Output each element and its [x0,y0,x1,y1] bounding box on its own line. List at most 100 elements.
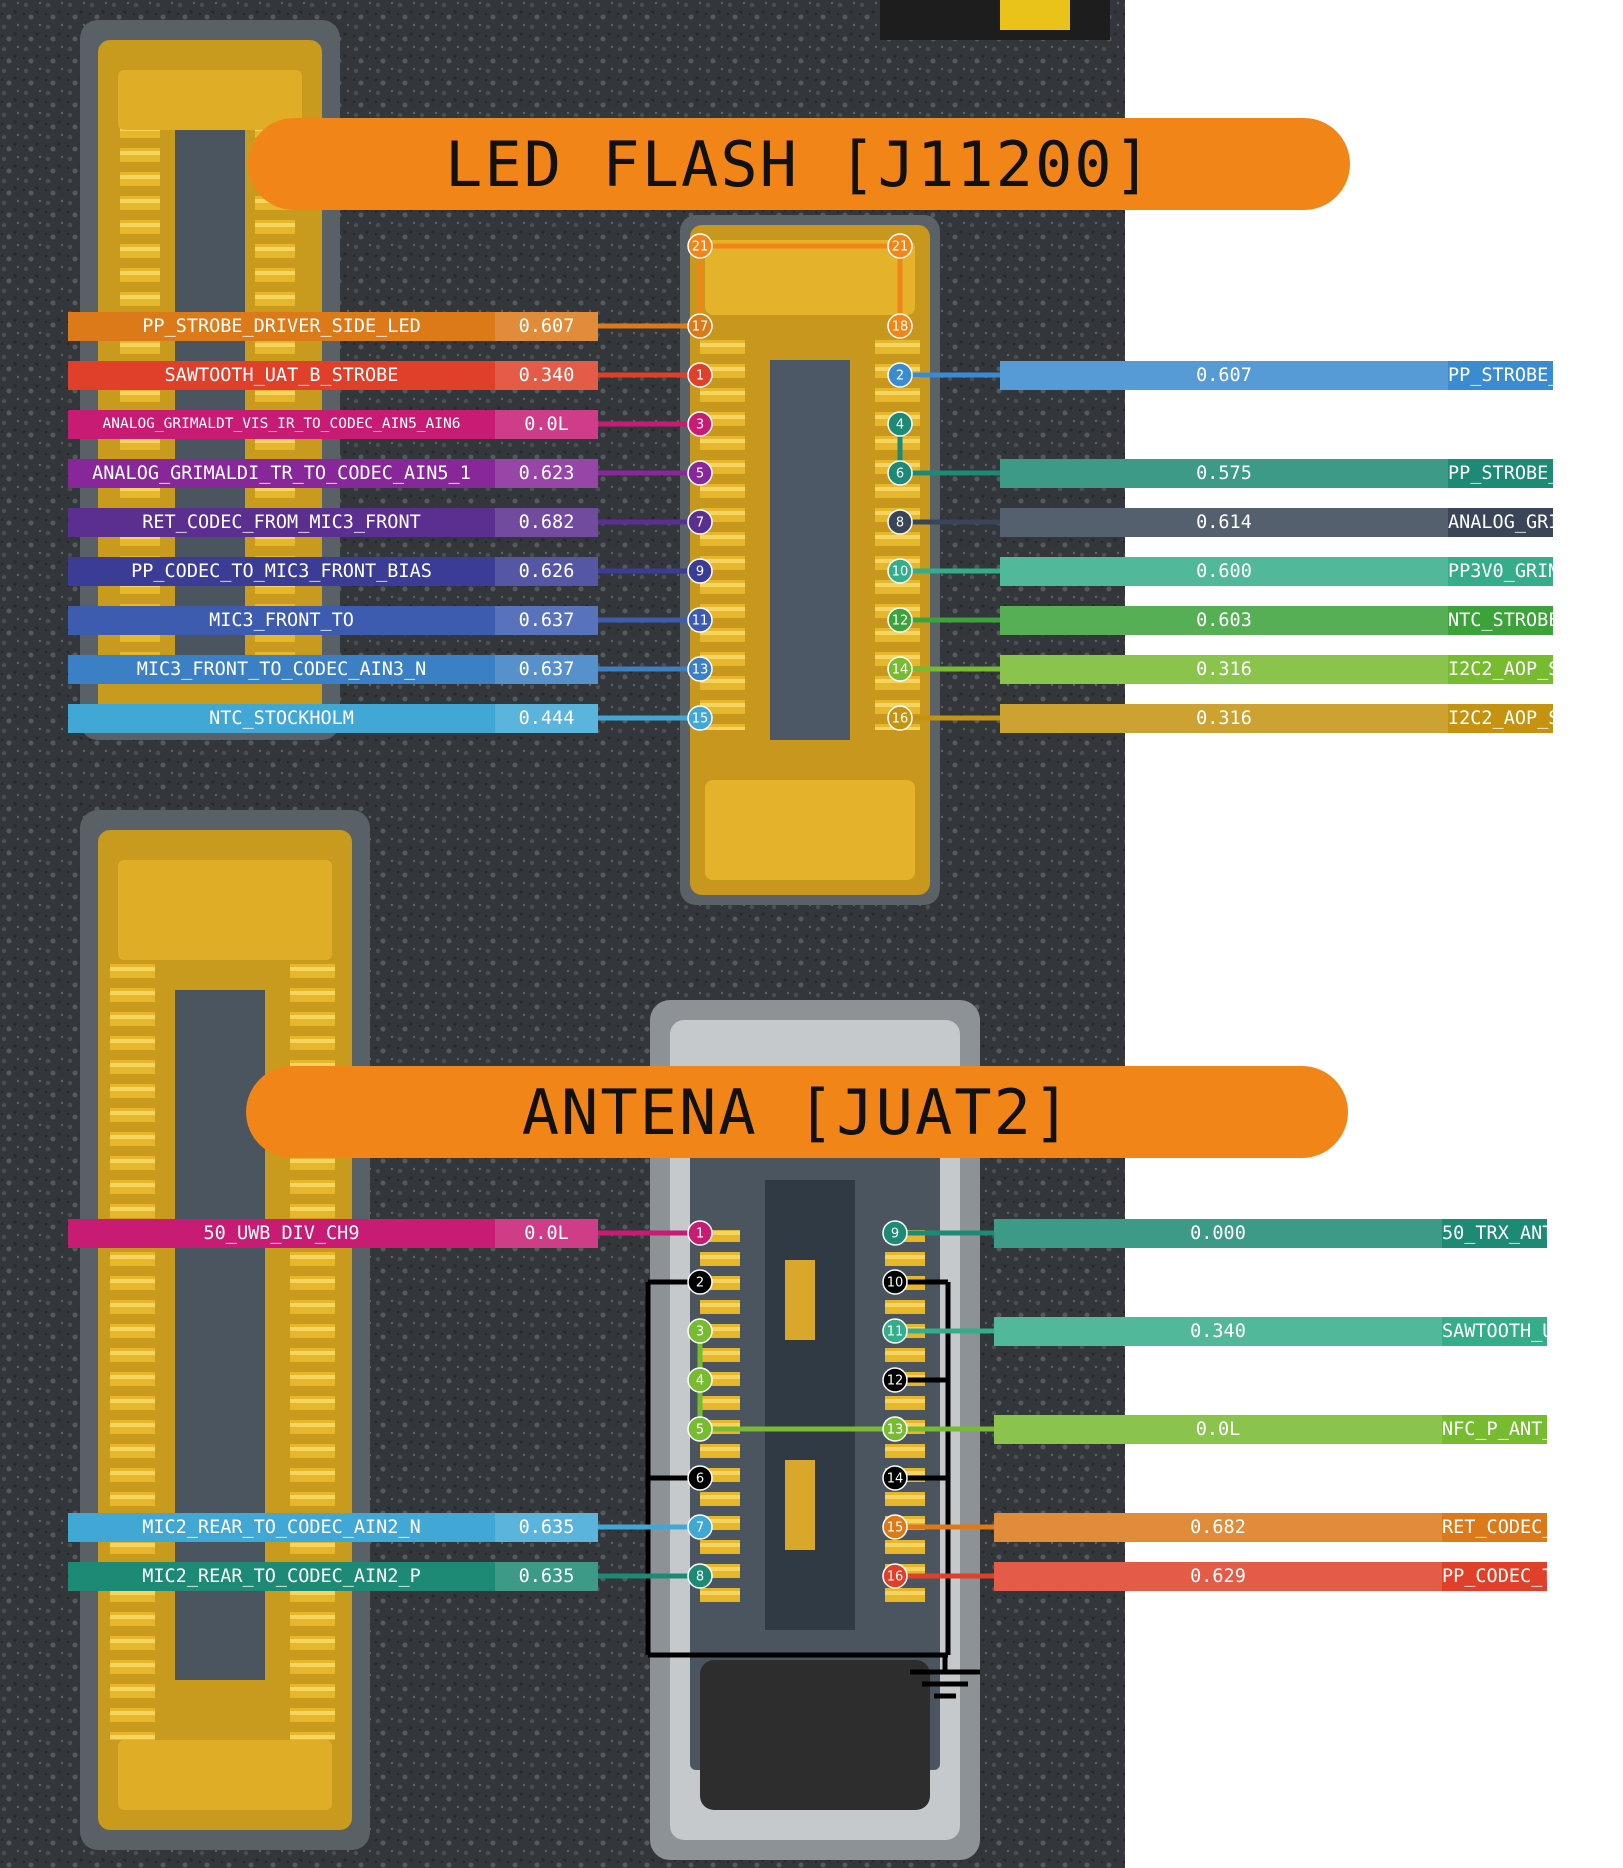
pin-number: 3 [696,1325,704,1340]
net-value: 0.682 [994,1513,1442,1542]
pin-11: 11 [882,1318,908,1344]
pin-4: 4 [887,411,913,437]
pin-4: 4 [687,1367,713,1393]
net-value: 0.635 [495,1513,598,1542]
net-value: 0.000 [994,1219,1442,1248]
pin-11: 11 [687,607,713,633]
pin-16: 16 [882,1563,908,1589]
pin-number: 10 [887,1276,904,1291]
pin-number: 10 [892,565,909,580]
net-name: I2C2_AOP_SDA [1448,659,1553,680]
pin-14: 14 [882,1465,908,1491]
pin-21-right: 21 [887,233,913,259]
pin-18: 18 [887,313,913,339]
pin-10: 10 [882,1269,908,1295]
pin-2: 2 [687,1269,713,1295]
net-label: MIC2_REAR_TO_CODEC_AIN2_P 0.635 [68,1562,598,1591]
net-value: 0.614 [1000,508,1448,537]
pin-number: 11 [887,1325,904,1340]
pin-number: 8 [696,1570,704,1585]
net-name: PP_STROBE_DRIVER_CENTER_LED [1448,463,1553,484]
net-name: PP_CODEC_TO_MIC3_FRONT_BIAS [131,561,432,582]
pin-number: 13 [692,663,709,678]
pin-number: 21 [892,240,909,255]
net-name: PP_STROBE_DRIVER_CORNER_LED [1448,365,1553,386]
net-name: I2C2_AOP_SCL [1448,708,1553,729]
pin-number: 1 [696,1227,704,1242]
net-name: NFC_P_ANT_NEG [1442,1419,1547,1440]
pin-21-left: 21 [687,233,713,259]
pin-number: 18 [892,320,909,335]
pin-7: 7 [687,1514,713,1540]
pin-16: 16 [887,705,913,731]
pin-number: 1 [696,369,704,384]
pin-6: 6 [687,1465,713,1491]
net-name: MIC2_REAR_TO_CODEC_AIN2_P [142,1566,421,1587]
pin-15: 15 [687,705,713,731]
pin-number: 11 [692,614,709,629]
net-value: 0.623 [495,459,598,488]
pin-15: 15 [882,1514,908,1540]
pin-1: 1 [687,362,713,388]
net-name: 50_UWB_DIV_CH9 [203,1223,360,1244]
pin-number: 2 [896,369,904,384]
pin-number: 7 [696,1521,704,1536]
pin-number: 21 [692,240,709,255]
pin-number: 8 [896,516,904,531]
net-label: ANALOG_GRIMALDT_VIS_IR_TO_CODEC_AIN5_AIN… [68,410,598,439]
pin-number: 6 [696,1472,704,1487]
net-name: PP3V0_GRIMALDI_VDD_CONN [1448,561,1553,582]
net-name: SAWTOOTH_UAT_B_STROBE [164,365,399,386]
net-value: 0.682 [495,508,598,537]
pin-number: 16 [892,712,909,727]
net-value: 0.0L [495,1219,598,1248]
pin-number: 4 [696,1374,704,1389]
pin-5: 5 [687,460,713,486]
pin-7: 7 [687,509,713,535]
net-value: 0.635 [495,1562,598,1591]
pin-2: 2 [887,362,913,388]
net-name: 50_TRX_ANT4_MB_HB_WLAN24 [1442,1223,1547,1244]
net-value: 0.316 [1000,655,1448,684]
pin-number: 13 [887,1423,904,1438]
net-value: 0.600 [1000,557,1448,586]
pin-number: 16 [887,1570,904,1585]
net-name: MIC3_FRONT_TO [209,610,354,631]
pin-6: 6 [887,460,913,486]
net-name: ANALOG_GRIMALDI_VIS_TO_CODEC_AIN6_P [1448,512,1553,533]
pin-number: 9 [696,565,704,580]
antena-title: ANTENA [JUAT2] [246,1066,1348,1158]
pin-number: 12 [887,1374,904,1389]
pin-12: 12 [882,1367,908,1393]
pin-8: 8 [887,509,913,535]
pin-number: 4 [896,418,904,433]
pin-number: 5 [696,1423,704,1438]
pin-8: 8 [687,1563,713,1589]
pin-9: 9 [687,558,713,584]
pin-9: 9 [882,1220,908,1246]
net-name: PP_STROBE_DRIVER_SIDE_LED [142,316,421,337]
net-label: 50_UWB_DIV_CH9 0.0L [68,1219,598,1248]
net-name: RET_CODEC_FROM_MIC2_REAR [1442,1517,1547,1538]
pin-12: 12 [887,607,913,633]
pin-number: 15 [692,712,709,727]
pin-number: 6 [896,467,904,482]
